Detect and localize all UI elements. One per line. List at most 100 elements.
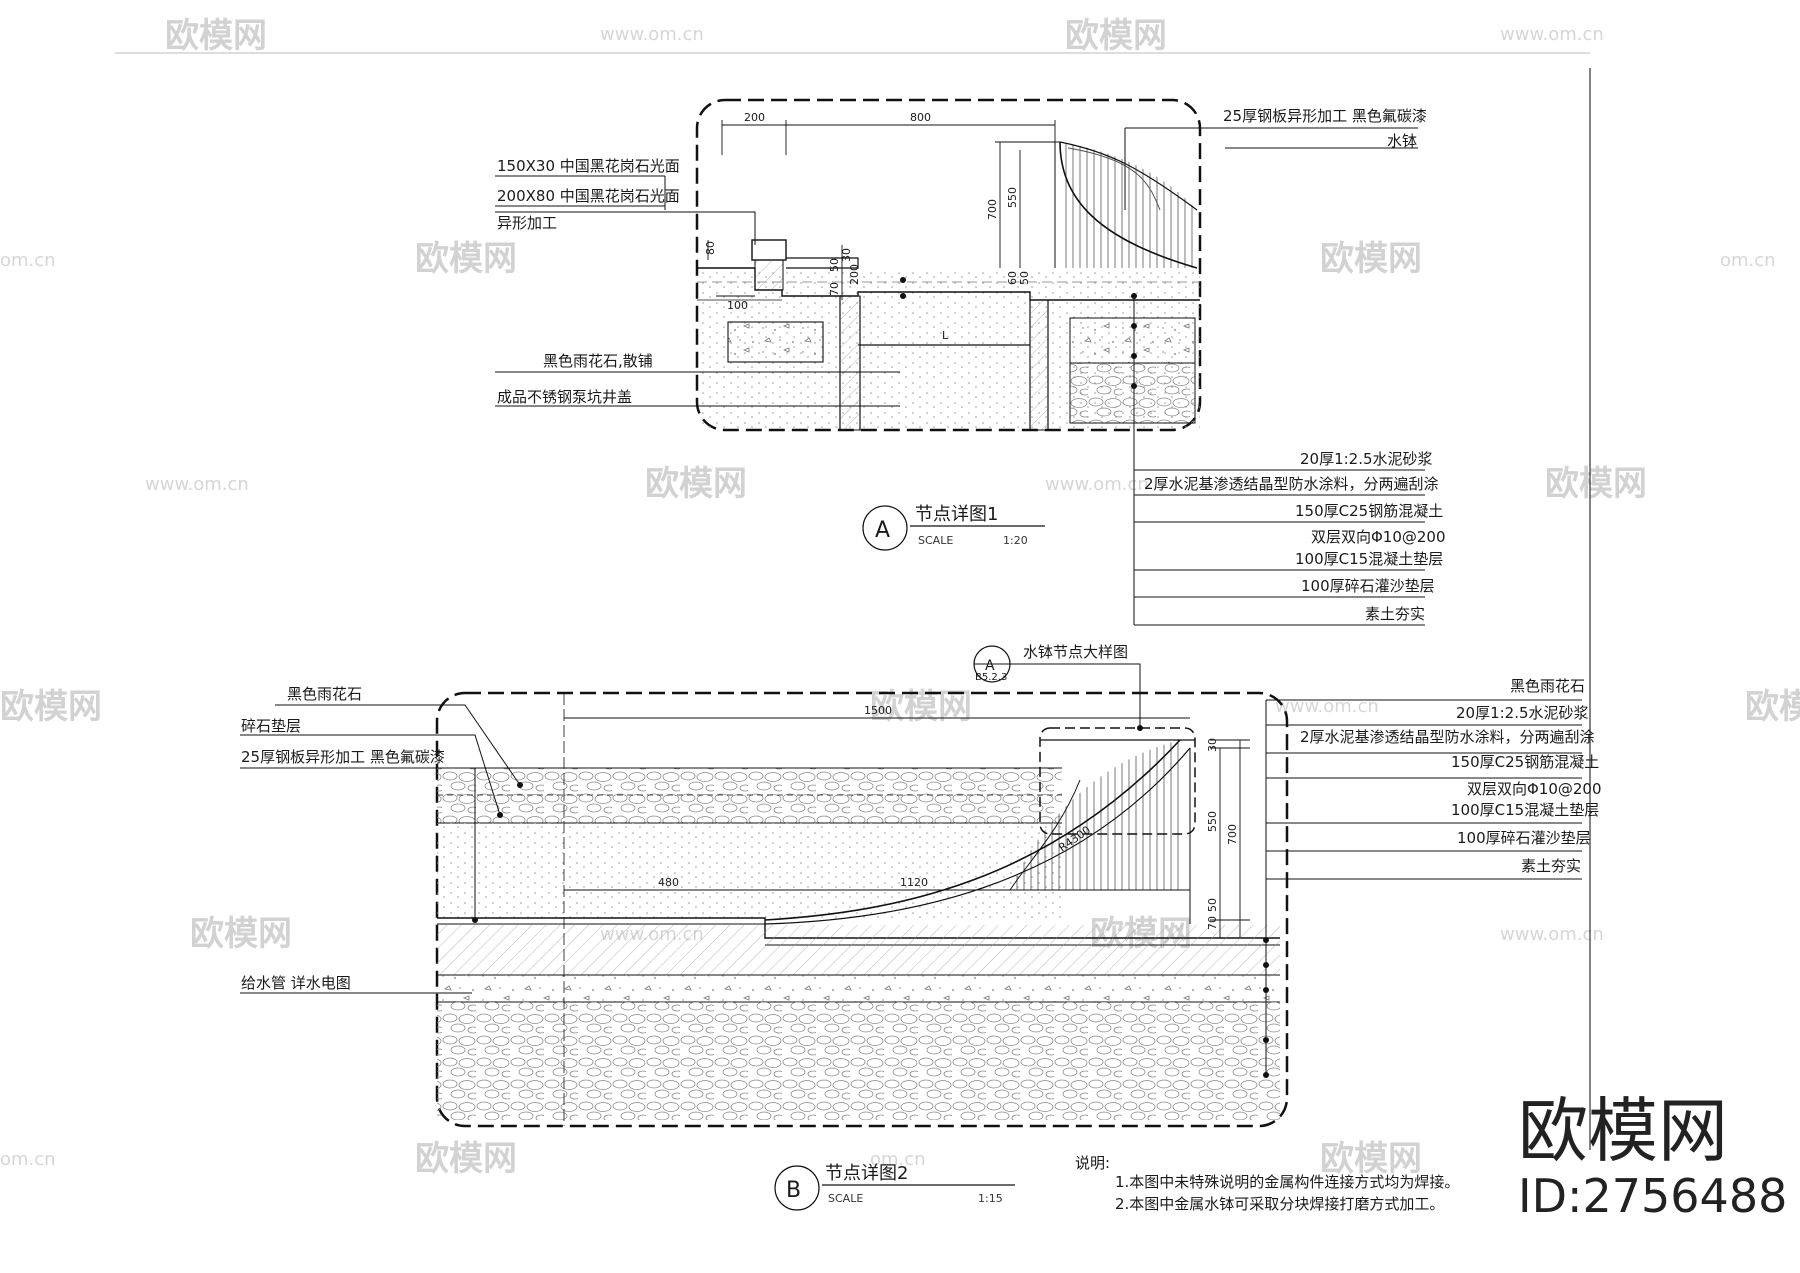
label-steel-plate-b: 25厚钢板异形加工 黑色氟碳漆 [241,748,445,766]
layer-waterproofing: 2厚水泥基渗透结晶型防水涂料，分两遍刮涂 [1144,475,1439,493]
watermark-brand: 欧模网 [1545,464,1647,504]
watermark-layer: 欧模网 www.om.cn 欧模网 www.om.cn om.cn 欧模网 欧模… [0,16,1800,1179]
dim-80: 80 [704,241,717,255]
layer-b-compacted-soil: 素土夯实 [1521,857,1581,875]
watermark-brand: 欧模网 [415,1139,517,1179]
dim-70: 70 [828,282,841,296]
dim-b-480: 480 [658,876,679,889]
dim-b-1120: 1120 [900,876,928,889]
detail-a-frame [695,98,1202,432]
dim-60: 60 [1006,271,1019,285]
watermark-brand: 欧模网 [190,914,292,954]
watermark-url: om.cn [0,1149,56,1170]
watermark-url: www.om.cn [1500,24,1604,45]
detail-a-scale: 1:20 [1003,534,1028,547]
notes: 说明: 1.本图中未特殊说明的金属构件连接方式均为焊接。 2.本图中金属水钵可采… [1075,1154,1459,1213]
watermark-brand: 欧模网 [1320,239,1422,279]
dim-200: 200 [744,111,765,124]
detail-b-leaders-left [240,704,521,994]
layer-b-mortar: 20厚1:2.5水泥砂浆 [1456,704,1589,722]
layer-mortar: 20厚1:2.5水泥砂浆 [1300,450,1433,468]
watermark-url: om.cn [870,1149,926,1170]
watermark-brand: 欧模网 [0,687,102,727]
notes-item-1: 1.本图中未特殊说明的金属构件连接方式均为焊接。 [1115,1173,1459,1191]
watermark-url: www.om.cn [1275,696,1379,717]
dim-700: 700 [986,199,999,220]
dim-b-1500: 1500 [864,704,892,717]
label-black-pebbles-b: 黑色雨花石 [287,685,362,703]
granite-coping [751,239,787,261]
detail-b-scale-label: SCALE [828,1192,863,1205]
watermark-url: www.om.cn [600,24,704,45]
detail-a-text: 150X30 中国黑花岗石光面 200X80 中国黑花岗石光面 异形加工 黑色雨… [497,107,1446,623]
bowl-callout-marker: A [985,658,995,674]
dim-30: 30 [840,248,853,262]
detail-b [240,645,1582,1128]
detail-b-scale: 1:15 [978,1192,1003,1205]
dim-b-550: 550 [1206,811,1219,832]
detail-b-dimensions [564,717,1250,938]
watermark-brand: 欧模网 [415,239,517,279]
layer-b-rebar: 双层双向Φ10@200 [1467,780,1602,798]
label-granite-150x30: 150X30 中国黑花岗石光面 [497,157,680,175]
detail-b-text: 黑色雨花石 碎石垫层 25厚钢板异形加工 黑色氟碳漆 给水管 详水电图 A B5… [241,643,1602,1211]
watermark-url: www.om.cn [145,474,249,495]
dim-550: 550 [1006,187,1019,208]
detail-a [495,98,1425,626]
dim-b-50: 50 [1206,898,1219,912]
notes-heading: 说明: [1075,1154,1110,1172]
watermark-brand: 欧模网 [1065,16,1167,56]
detail-a-layer-leaders [1133,296,1425,626]
watermark-url: www.om.cn [1500,924,1604,945]
layer-b-c15-concrete: 100厚C15混凝土垫层 [1451,801,1599,819]
dim-800: 800 [910,111,931,124]
dim-100: 100 [727,299,748,312]
watermark-brand: 欧模网 [1745,687,1800,727]
label-special-processing: 异形加工 [497,214,557,232]
detail-b-marker: B [786,1178,801,1203]
detail-a-leaders-left [495,175,900,407]
label-granite-200x80: 200X80 中国黑花岗石光面 [497,187,680,205]
layer-b-waterproofing: 2厚水泥基渗透结晶型防水涂料，分两遍刮涂 [1300,728,1595,746]
dim-50: 50 [828,258,841,272]
dim-b-30: 30 [1206,738,1219,752]
dim-b-700: 700 [1226,824,1239,845]
bowl-section-a [1060,142,1197,268]
label-water-pipe: 给水管 详水电图 [241,974,351,992]
label-pump-pit-cover: 成品不锈钢泵坑井盖 [497,388,632,406]
pump-pit-block [727,321,824,363]
layer-rc-concrete: 150厚C25钢筋混凝土 [1295,502,1443,520]
watermark-brand: 欧模网 [645,464,747,504]
watermark-brand: 欧模网 [165,16,267,56]
bowl-detail-callout-box [1039,727,1196,835]
layer-b-gravel-sand: 100厚碎石灌沙垫层 [1457,829,1591,847]
detail-a-marker: A [875,518,890,543]
label-gravel-cushion: 碎石垫层 [241,717,301,735]
layer-gravel-sand: 100厚碎石灌沙垫层 [1301,577,1435,595]
bowl-callout-label: 水钵节点大样图 [1023,643,1128,661]
dim-50-b: 50 [1018,271,1031,285]
detail-b-marker-circle [774,1165,820,1211]
brand-mark-id: ID:2756488 [1518,1169,1787,1223]
watermark-url: www.om.cn [1045,474,1149,495]
detail-b-layer-leaders [1265,699,1582,1075]
dim-200-b: 200 [848,264,861,285]
watermark-url: om.cn [1720,250,1776,271]
layer-rebar: 双层双向Φ10@200 [1311,528,1446,546]
layer-b-pebbles: 黑色雨花石 [1510,677,1585,695]
detail-a-title: 节点详图1 [915,504,998,525]
layer-c15-concrete: 100厚C15混凝土垫层 [1295,550,1443,568]
brand-mark: 欧模网 ID:2756488 [1518,1090,1787,1223]
detail-a-dimensions [707,120,1060,346]
bowl-callout-ref: B5.2.3 [975,672,1007,683]
detail-a-scale-label: SCALE [918,534,953,547]
layer-b-rc-concrete: 150厚C25钢筋混凝土 [1451,753,1599,771]
dim-b-70: 70 [1206,916,1219,930]
brand-mark-name: 欧模网 [1518,1090,1728,1172]
watermark-url: om.cn [0,250,56,271]
notes-item-2: 2.本图中金属水钵可采取分块焊接打磨方式加工。 [1115,1195,1444,1213]
label-black-pebbles: 黑色雨花石,散铺 [543,352,653,370]
watermark-brand: 欧模网 [1320,1139,1422,1179]
detail-b-title: 节点详图2 [825,1163,908,1184]
